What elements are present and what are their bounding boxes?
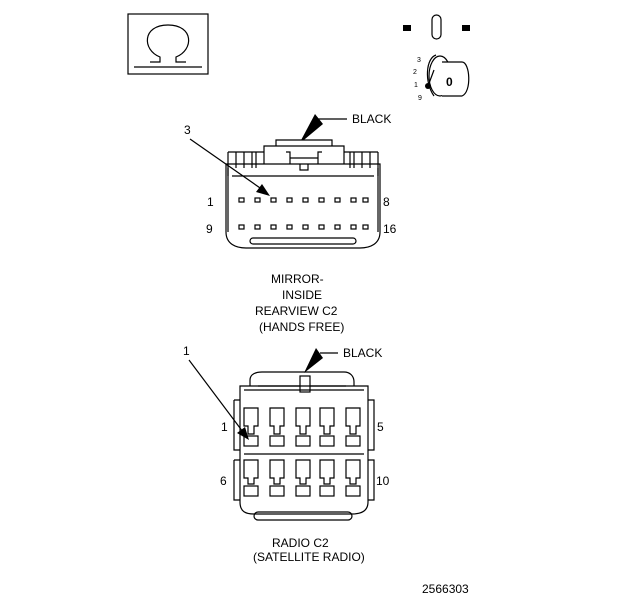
mirror-c2-pin-9-label: 9 <box>206 222 213 236</box>
ignition-key-label: 0 <box>446 75 453 89</box>
mirror-c2-pins-row-1 <box>238 197 369 203</box>
mirror-c2-pin-8-label: 8 <box>383 195 390 209</box>
mirror-c2-caption-line-3: REARVIEW C2 <box>255 304 338 318</box>
radio-c2-pin-1-label: 1 <box>221 420 228 434</box>
mirror-c2-caption-line-4: (HANDS FREE) <box>259 320 344 334</box>
mirror-c2-color-arrow <box>299 114 323 144</box>
radio-c2-pin-5-label: 5 <box>377 420 384 434</box>
mirror-c2-pins-row-2 <box>238 224 369 230</box>
mirror-c2-pin-1-label: 1 <box>207 195 214 209</box>
ignition-position-1: 1 <box>414 82 418 89</box>
ignition-position-3: 3 <box>417 57 421 64</box>
radio-c2-color-arrow <box>304 348 323 373</box>
radio-c2-pins-row-1 <box>243 407 361 447</box>
ohm-symbol-icon <box>127 13 209 75</box>
radio-c2-color-label: BLACK <box>343 346 382 360</box>
ignition-position-2: 2 <box>413 69 417 76</box>
mirror-c2-caption-line-1: MIRROR- <box>271 272 324 286</box>
radio-c2-pin-10-label: 10 <box>376 474 390 488</box>
mirror-c2-color-label: BLACK <box>352 112 391 126</box>
mirror-c2-pin-16-label: 16 <box>383 222 397 236</box>
radio-c2-caption-line-2: (SATELLITE RADIO) <box>253 550 365 564</box>
mirror-c2-connector: BLACK 3 <box>184 112 397 334</box>
mirror-c2-caption-line-2: INSIDE <box>282 288 322 302</box>
radio-c2-caption-line-1: RADIO C2 <box>272 536 329 550</box>
figure-id: 2566303 <box>422 582 469 596</box>
ignition-switch-icon: 3 2 1 9 0 <box>403 14 470 102</box>
ignition-position-9: 9 <box>418 95 422 102</box>
radio-c2-pin-6-label: 6 <box>220 474 227 488</box>
mirror-c2-callout: 3 <box>184 123 191 137</box>
radio-c2-callout: 1 <box>183 344 190 358</box>
radio-c2-pins-row-2 <box>243 459 361 497</box>
radio-c2-connector: BLACK 1 <box>183 344 390 564</box>
